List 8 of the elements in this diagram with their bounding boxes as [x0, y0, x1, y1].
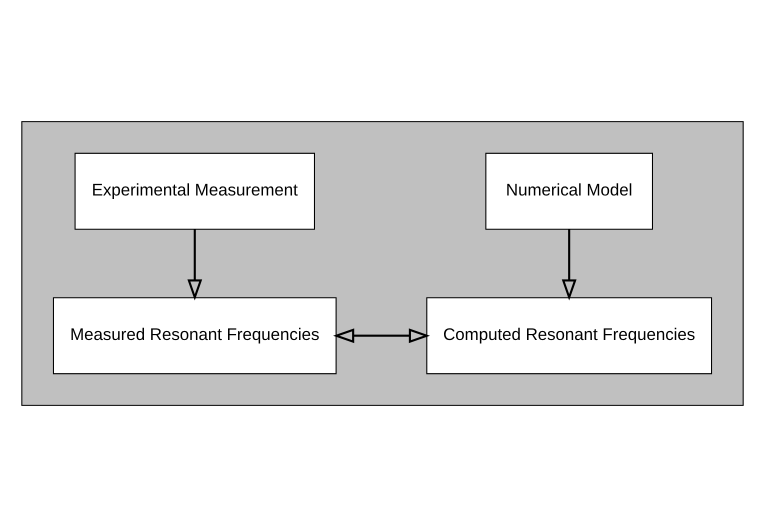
node-box: Computed Resonant Frequencies — [426, 296, 712, 374]
node-box: Numerical Model — [485, 152, 653, 230]
arrow — [187, 228, 202, 300]
node-box: Measured Resonant Frequencies — [52, 296, 337, 374]
cluster — [21, 120, 744, 406]
node-box: Experimental Measurement — [74, 152, 315, 230]
arrow — [562, 228, 577, 300]
arrow — [333, 328, 430, 343]
